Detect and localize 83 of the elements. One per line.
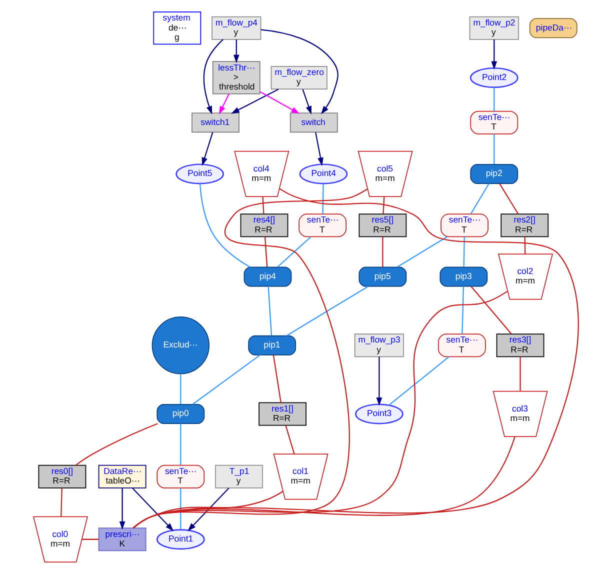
node-box: res3[] R=R xyxy=(496,334,544,358)
connector xyxy=(132,188,368,528)
arrow xyxy=(376,356,382,406)
connector xyxy=(388,356,449,406)
connector xyxy=(192,354,260,405)
node-box: pipeDa··· xyxy=(528,18,577,38)
connector xyxy=(470,183,489,214)
connector xyxy=(276,236,311,268)
node-ellipse: Point4 xyxy=(298,164,348,184)
connector xyxy=(462,236,464,267)
connector xyxy=(382,236,383,267)
node-box: pip3 xyxy=(439,266,488,287)
node-box: DataRe··· tableO··· xyxy=(98,464,146,488)
connector xyxy=(524,236,526,254)
node-box: m_flow_zero y xyxy=(270,66,327,90)
node-ellipse: Point1 xyxy=(156,529,204,550)
connector xyxy=(132,290,508,528)
node-box: pip1 xyxy=(248,335,296,356)
connector xyxy=(180,488,181,530)
arrow xyxy=(218,94,229,114)
connector xyxy=(132,436,515,528)
connector xyxy=(74,423,158,466)
connector xyxy=(132,188,578,528)
node-box: m_flow_p2 y xyxy=(468,16,518,40)
node-box: switch xyxy=(289,112,338,133)
node-box: T_p1 y xyxy=(214,464,262,488)
arrow xyxy=(230,88,278,114)
arrow xyxy=(132,488,174,532)
arrow xyxy=(201,132,213,166)
node-box: res4[] R=R xyxy=(240,214,288,238)
node-box: senTe··· T xyxy=(298,214,346,238)
node-box: res0[] R=R xyxy=(38,464,86,488)
connector xyxy=(519,356,520,392)
node-box: m_flow_p4 y xyxy=(211,16,261,40)
node-box: pip5 xyxy=(358,266,406,287)
connector xyxy=(493,87,494,112)
connector xyxy=(267,286,272,336)
connector xyxy=(262,196,264,214)
node-box: switch1 xyxy=(191,112,239,133)
connector xyxy=(498,183,518,214)
connector xyxy=(264,236,268,268)
connector xyxy=(461,286,464,334)
node-box: pip2 xyxy=(470,164,518,184)
node-circle: Exclud··· xyxy=(151,316,209,374)
connector xyxy=(396,236,447,268)
arrow xyxy=(232,40,239,64)
connector xyxy=(81,538,98,540)
connector xyxy=(272,354,281,403)
connector xyxy=(286,286,368,336)
connector xyxy=(322,184,324,214)
node-box: senTe··· T xyxy=(440,214,488,238)
node-box: system de··· g xyxy=(152,12,201,45)
arrow xyxy=(202,39,223,114)
connector xyxy=(180,424,181,466)
arrow xyxy=(118,488,125,530)
connector xyxy=(180,374,181,404)
connector xyxy=(132,490,283,528)
node-ellipse: Point3 xyxy=(354,404,403,424)
connector xyxy=(60,488,62,517)
connector xyxy=(198,184,250,268)
node-box: pip0 xyxy=(156,404,204,424)
node-box: res5[] R=R xyxy=(358,214,406,238)
node-box: senTe··· T xyxy=(470,110,518,134)
arrow xyxy=(490,40,497,70)
node-box: lessThr··· > threshold xyxy=(212,61,260,94)
connector xyxy=(382,196,384,214)
arrow xyxy=(260,29,338,114)
connector xyxy=(493,134,494,164)
arrow xyxy=(187,488,229,532)
arrow xyxy=(302,89,311,115)
node-box: senTe··· T xyxy=(437,334,486,358)
node-box: res2[] R=R xyxy=(500,214,548,238)
connector xyxy=(470,286,512,334)
node-box: pip4 xyxy=(243,266,292,287)
connector xyxy=(284,425,294,454)
node-box: res1[] R=R xyxy=(258,402,306,426)
node-box: prescri··· K xyxy=(98,528,146,552)
node-box: m_flow_p3 y xyxy=(354,334,404,358)
arrow xyxy=(314,132,323,166)
node-box: senTe··· T xyxy=(156,464,204,488)
arrow xyxy=(259,91,300,114)
node-ellipse: Point5 xyxy=(175,164,224,184)
node-ellipse: Point2 xyxy=(469,68,518,88)
